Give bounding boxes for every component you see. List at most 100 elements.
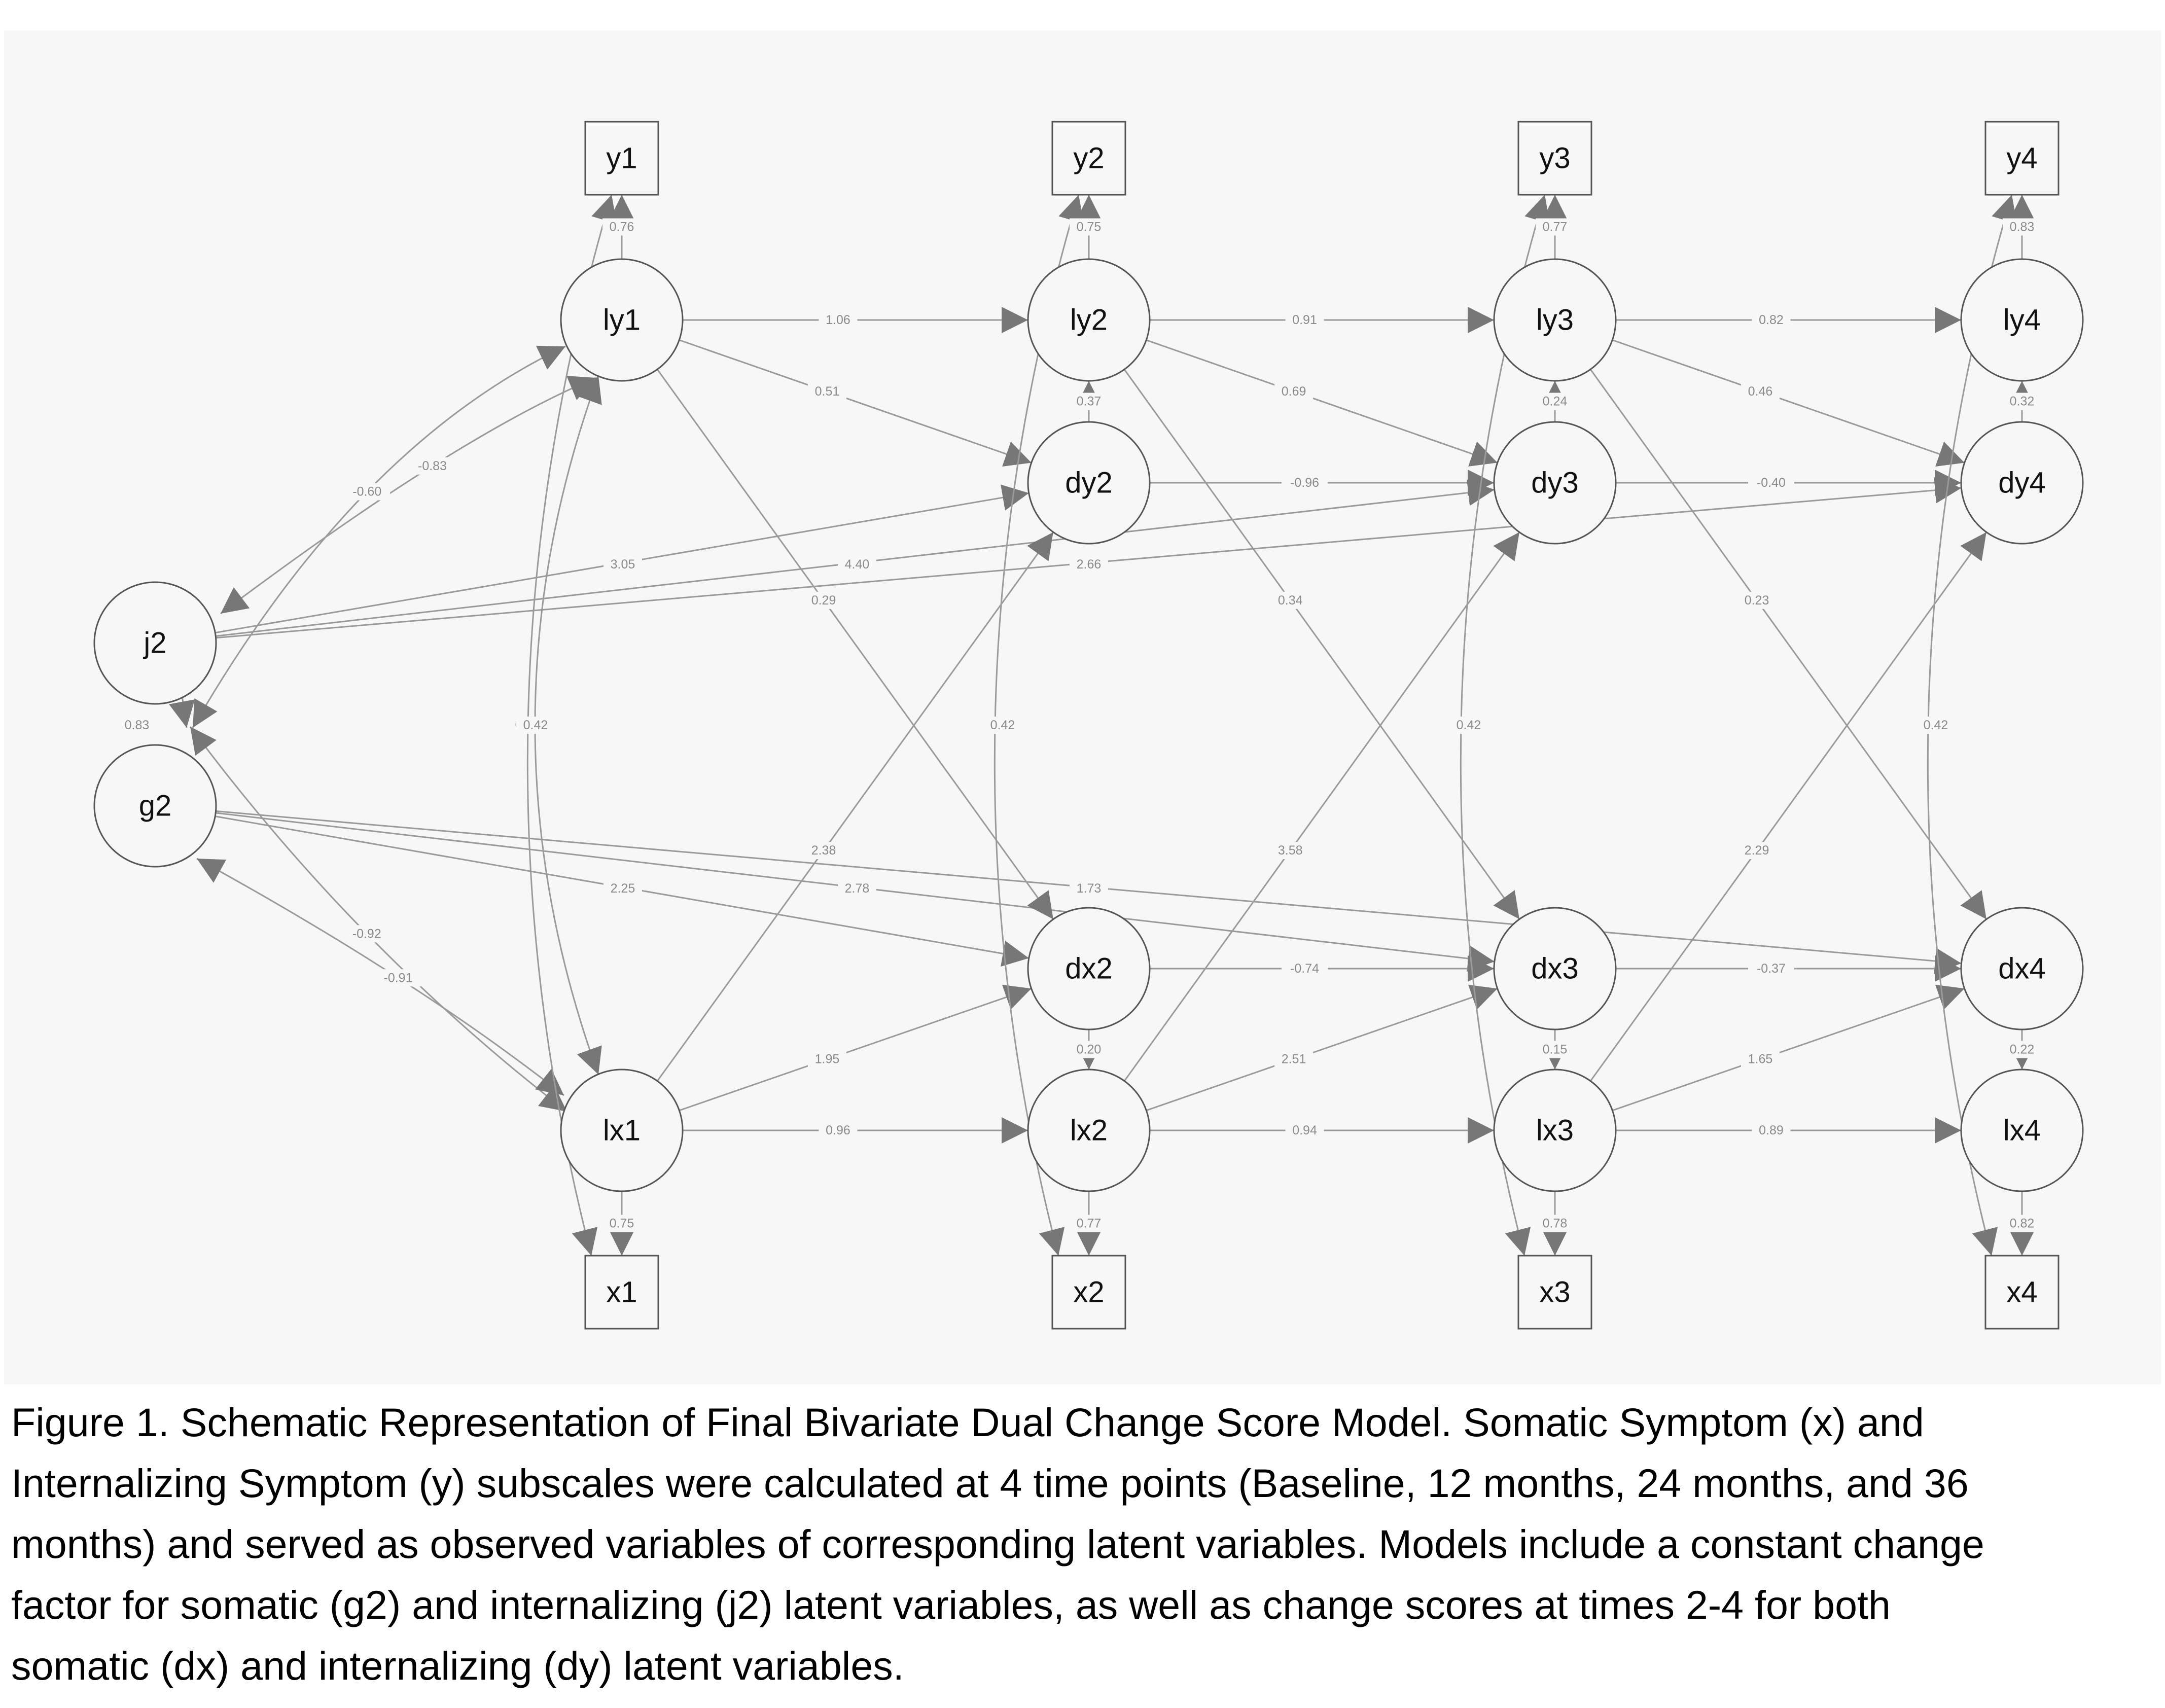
- node-label: j2: [143, 627, 166, 660]
- edge-label: 0.32: [2003, 393, 2041, 410]
- regression-path-lx2-dx3: [1146, 984, 1498, 1112]
- svg-text:1.95: 1.95: [815, 1052, 840, 1066]
- svg-text:0.76: 0.76: [610, 220, 634, 234]
- node-label: dx3: [1531, 952, 1579, 985]
- svg-text:0.94: 0.94: [1292, 1123, 1317, 1137]
- svg-text:-0.40: -0.40: [1757, 476, 1786, 490]
- node-label: dy3: [1531, 467, 1579, 500]
- node-box: [1051, 1255, 1126, 1330]
- node-label: dy4: [1998, 467, 2046, 500]
- edge-label: 2.78: [838, 880, 876, 897]
- svg-text:0.22: 0.22: [2010, 1043, 2035, 1057]
- edge-label: -0.91: [375, 969, 421, 987]
- edge-label: -0.74: [1282, 960, 1328, 977]
- svg-text:0.77: 0.77: [1543, 220, 1568, 234]
- edge-label: -0.83: [409, 457, 455, 475]
- figure-caption: Figure 1. Schematic Representation of Fi…: [11, 1392, 2141, 1696]
- edge-label: 1.73: [1070, 880, 1108, 897]
- regression-path-ly1-dy2: [679, 339, 1032, 467]
- svg-text:0.77: 0.77: [1077, 1217, 1102, 1231]
- svg-text:2.51: 2.51: [1282, 1052, 1306, 1066]
- regression-path-ly3-dx4: [1589, 369, 1987, 920]
- svg-text:-0.74: -0.74: [1290, 962, 1319, 976]
- node-label: lx4: [2003, 1114, 2041, 1147]
- edge-label: 0.75: [602, 1215, 641, 1232]
- latent-variable-ly1: ly1: [560, 258, 684, 382]
- edge-label: 0.29: [804, 591, 843, 609]
- edge-label: 4.40: [838, 556, 876, 573]
- node-box: [584, 121, 659, 196]
- node-label: ly4: [2003, 304, 2041, 337]
- latent-variable-dx4: dx4: [1960, 907, 2084, 1030]
- edge-label: 0.42: [1449, 717, 1488, 734]
- svg-text:-0.91: -0.91: [384, 971, 413, 985]
- edge-label: 2.25: [604, 880, 642, 897]
- caption-line: Internalizing Symptom (y) subscales were…: [11, 1461, 1969, 1506]
- latent-variable-ly3: ly3: [1493, 258, 1617, 382]
- svg-text:-0.60: -0.60: [352, 485, 381, 499]
- latent-variable-dy4: dy4: [1960, 421, 2084, 545]
- edge-label: 0.42: [516, 717, 555, 734]
- node-circle: [560, 1069, 684, 1192]
- svg-text:-0.96: -0.96: [1290, 476, 1319, 490]
- svg-text:0.82: 0.82: [1759, 313, 1784, 327]
- node-box: [1517, 121, 1592, 196]
- regression-path-ly3-dy4: [1612, 339, 1965, 467]
- observed-variable-x4: x4: [1984, 1255, 2060, 1330]
- edge-label: 1.65: [1741, 1050, 1780, 1068]
- node-box: [1517, 1255, 1592, 1330]
- node-label: lx3: [1536, 1114, 1574, 1147]
- caption-line: Figure 1. Schematic Representation of Fi…: [11, 1400, 1924, 1445]
- regression-path-ly2-dx3: [1123, 369, 1520, 920]
- node-label: dx4: [1998, 952, 2046, 985]
- svg-text:0.24: 0.24: [1543, 395, 1568, 409]
- node-circle: [1027, 258, 1151, 382]
- caption-line: factor for somatic (g2) and internalizin…: [11, 1582, 1891, 1627]
- observed-variable-x1: x1: [584, 1255, 659, 1330]
- svg-text:1.73: 1.73: [1077, 881, 1102, 896]
- edge-label: -0.40: [1748, 474, 1794, 491]
- edge-label: 0.15: [1536, 1041, 1574, 1058]
- edge-label: 0.24: [1536, 393, 1574, 410]
- latent-variable-g2: g2: [93, 744, 217, 868]
- edge-label: 0.89: [1752, 1122, 1791, 1139]
- node-circle: [1960, 1069, 2084, 1192]
- observed-variable-y3: y3: [1517, 121, 1592, 196]
- node-label: ly2: [1070, 304, 1108, 337]
- regression-path-ly1-dx2: [656, 369, 1054, 920]
- svg-text:0.75: 0.75: [610, 1217, 634, 1231]
- svg-text:0.42: 0.42: [523, 718, 548, 732]
- edge-label: 0.22: [2003, 1041, 2041, 1058]
- latent-variable-j2: j2: [93, 581, 217, 705]
- svg-text:2.66: 2.66: [1077, 557, 1102, 572]
- node-circle: [1960, 258, 2084, 382]
- edge-label: 1.95: [807, 1050, 846, 1068]
- node-label: lx2: [1070, 1114, 1108, 1147]
- edge-label: 0.46: [1741, 383, 1780, 401]
- node-circle: [93, 581, 217, 705]
- edge-label: 0.42: [983, 717, 1022, 734]
- latent-variable-dy3: dy3: [1493, 421, 1617, 545]
- node-circle: [1493, 258, 1617, 382]
- observed-variable-x3: x3: [1517, 1255, 1592, 1330]
- node-label: x2: [1073, 1276, 1104, 1309]
- node-circle: [93, 744, 217, 868]
- node-box: [1051, 121, 1126, 196]
- edge-label: 0.42: [1916, 717, 1955, 734]
- edge-label: 0.94: [1285, 1122, 1324, 1139]
- node-label: ly3: [1536, 304, 1574, 337]
- svg-text:0.34: 0.34: [1278, 593, 1303, 608]
- node-label: g2: [139, 790, 172, 823]
- svg-text:0.20: 0.20: [1077, 1043, 1102, 1057]
- svg-text:2.25: 2.25: [611, 881, 635, 896]
- node-label: y2: [1073, 142, 1104, 175]
- edge-label: 0.83: [118, 717, 156, 734]
- svg-text:0.83: 0.83: [2010, 220, 2035, 234]
- latent-variable-dx2: dx2: [1027, 907, 1151, 1030]
- node-label: x4: [2006, 1276, 2037, 1309]
- node-circle: [1027, 421, 1151, 545]
- svg-text:0.23: 0.23: [1745, 593, 1769, 608]
- latent-variable-lx2: lx2: [1027, 1069, 1151, 1192]
- caption-line: somatic (dx) and internalizing (dy) late…: [11, 1643, 904, 1688]
